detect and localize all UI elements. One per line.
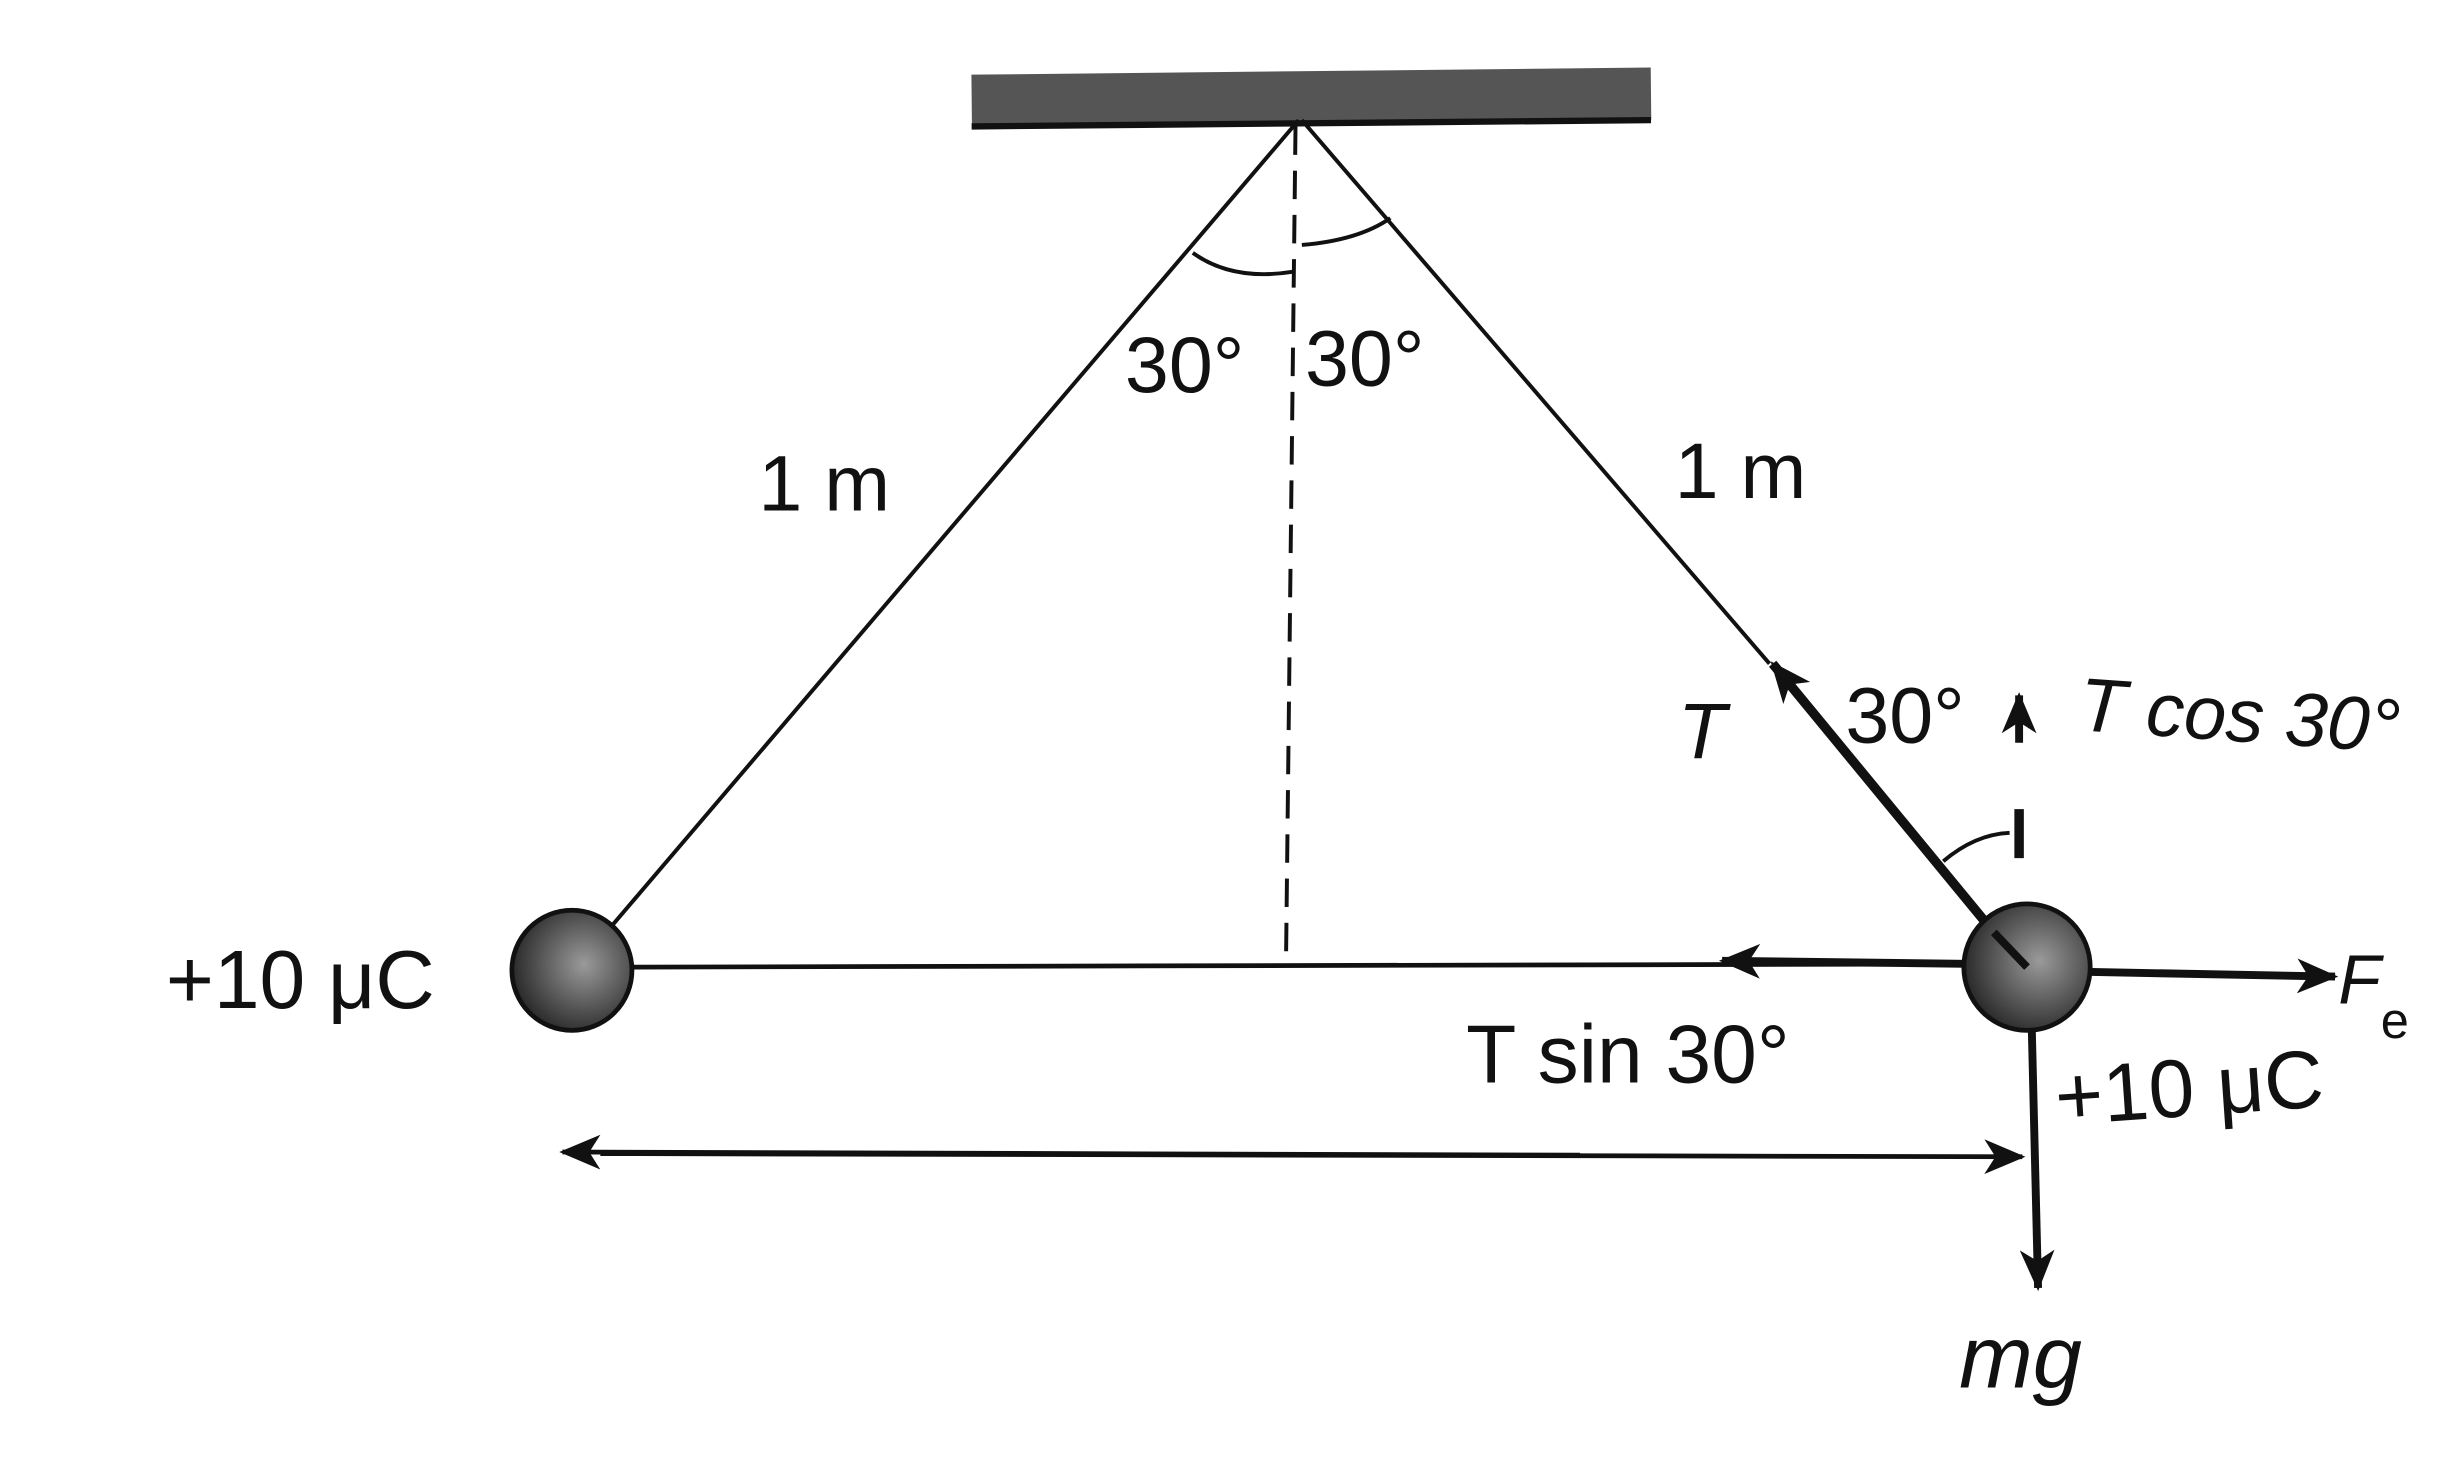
ceiling-edge <box>971 116 1652 130</box>
angle-arc-right <box>1301 216 1392 247</box>
string-right <box>1300 118 1771 665</box>
tension-label: T <box>1678 687 1731 776</box>
tension-angle-label: 30° <box>1845 671 1964 760</box>
electric-force-arrow[interactable] <box>2085 958 2339 994</box>
vertical-dashed-line <box>1284 126 1298 960</box>
ball-left <box>509 907 635 1033</box>
length-left-label: 1 m <box>758 438 890 527</box>
t-cos-text: T cos 30° <box>2076 662 2402 769</box>
angle-left-label: 30° <box>1125 320 1244 409</box>
ceiling-support <box>971 67 1652 127</box>
weight-arrow[interactable] <box>2019 1027 2055 1292</box>
angle-right-label: 30° <box>1305 314 1424 403</box>
string-right-end <box>1990 929 2030 970</box>
tension-arrow[interactable] <box>1768 660 1998 936</box>
electric-force-label: Fe <box>2338 940 2409 1049</box>
angle-arc-left <box>1191 251 1293 277</box>
angle-arc-tension <box>1941 830 2010 863</box>
string-left <box>611 118 1301 926</box>
t-cos-label: T cos 30° <box>2076 662 2402 769</box>
charge-right-label: +10 μC <box>2052 1034 2327 1144</box>
weight-label: mg <box>1959 1307 2082 1406</box>
t-sin-label: T sin 30° <box>1466 1009 1790 1100</box>
distance-arrow-back <box>559 1134 1580 1170</box>
t-sin-arrow[interactable] <box>1718 943 1975 979</box>
length-right-label: 1 m <box>1675 426 1807 515</box>
charge-left-label: +10 μC <box>166 935 435 1026</box>
